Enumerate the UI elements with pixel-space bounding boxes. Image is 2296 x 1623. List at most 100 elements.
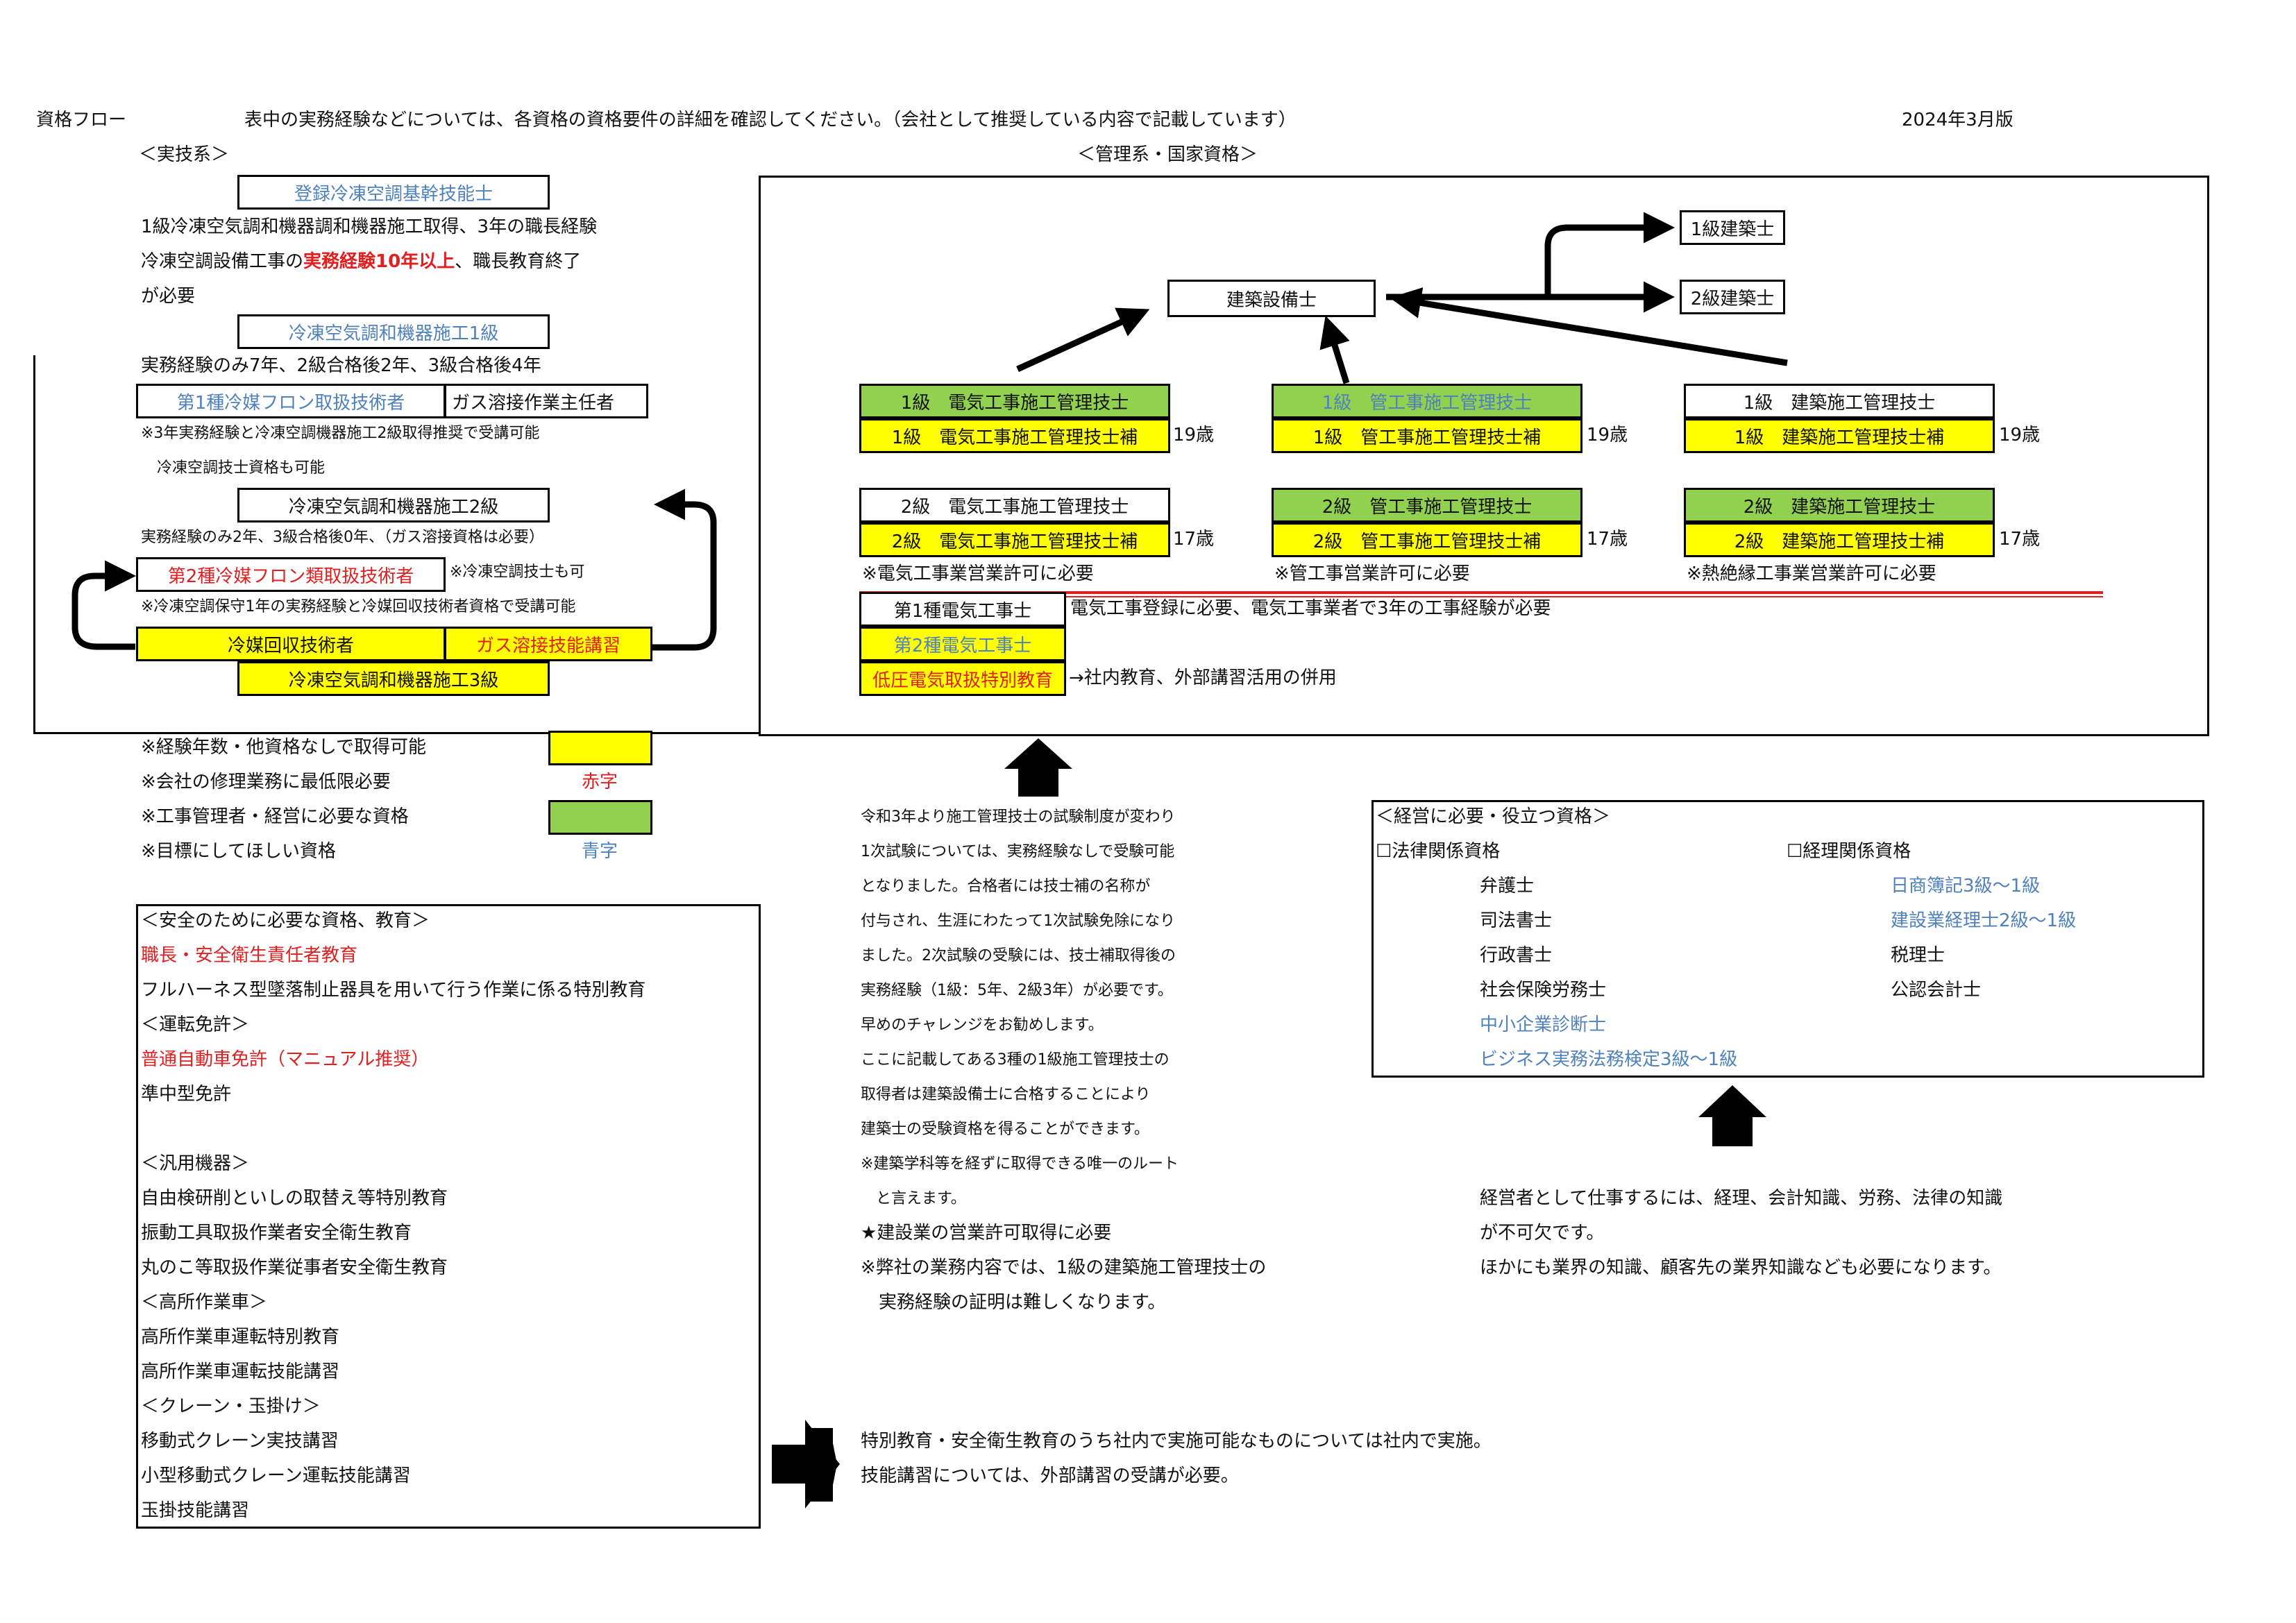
- denki-note: ※電気工事業営業許可に必要: [862, 563, 1094, 584]
- kenchiku2-box: 2級 建築施工管理技士: [1684, 488, 1995, 522]
- exam-line-12: ★建設業の営業許可取得に必要: [861, 1223, 1112, 1243]
- exam-line-4: ました。2次試験の受験には、技士補取得後の: [861, 947, 1176, 965]
- kenchikushi1-box: 1級建築士: [1680, 210, 1785, 245]
- safety-frame: [136, 904, 761, 1529]
- law-heading: ☐法律関係資格: [1376, 841, 1501, 862]
- kenchiku-setsubi-box: 建築設備士: [1167, 280, 1376, 317]
- exam-line-13: ※弊社の業務内容では、1級の建築施工管理技士の: [861, 1257, 1267, 1278]
- management-heading: ＜管理系・国家資格＞: [1077, 144, 1258, 165]
- legend-green-swatch: [548, 800, 652, 835]
- exam-line-9: 建築士の受験資格を得ることができます。: [861, 1121, 1149, 1138]
- denkikoji1-box: 第1種電気工事士: [859, 592, 1066, 627]
- freon1-box: 第1種冷媒フロン取扱技術者: [136, 384, 446, 418]
- business-frame: [1371, 800, 2204, 1078]
- business-note-1: が不可欠です。: [1480, 1223, 1605, 1243]
- kan2-ho-box: 2級 管工事施工管理技士補: [1272, 522, 1582, 557]
- gas-skill-box: ガス溶接技能講習: [444, 627, 652, 661]
- legend-label-1: ※経験年数・他資格なしで取得可能: [141, 737, 427, 758]
- acct-item-1: 建設業経理士2級〜1級: [1891, 910, 2077, 931]
- top-note-1: 1級冷凍空気調和機器調和機器施工取得、3年の職長経験: [141, 216, 598, 237]
- law-item-1: 司法書士: [1480, 910, 1553, 931]
- practical-frame: [33, 355, 761, 734]
- recovery-box: 冷媒回収技術者: [136, 627, 446, 661]
- kenchiku1-ho-box: 1級 建築施工管理技士補: [1684, 418, 1995, 453]
- age17-kan: 17歳: [1587, 529, 1628, 550]
- management-frame: [759, 176, 2209, 736]
- denki1-ho-box: 1級 電気工事施工管理技士補: [859, 418, 1170, 453]
- law-item-3: 社会保険労務士: [1480, 980, 1607, 1001]
- law-item-2: 行政書士: [1480, 945, 1553, 966]
- kenchikushi2-box: 2級建築士: [1680, 280, 1785, 314]
- age19-kan: 19歳: [1587, 425, 1628, 445]
- safety-line-10: ＜高所作業車＞: [141, 1292, 268, 1313]
- law-item-5: ビジネス実務法務検定3級〜1級: [1480, 1049, 1738, 1070]
- bottom-note-0: 特別教育・安全衛生教育のうち社内で実施可能なものについては社内で実施。: [861, 1431, 1492, 1452]
- acct-heading: ☐経理関係資格: [1787, 841, 1911, 862]
- freon2-side-note: ※冷凍空調技士も可: [450, 563, 585, 581]
- safety-line-14: 移動式クレーン実技講習: [141, 1431, 339, 1452]
- legend-blue-sample: 青字: [582, 841, 618, 862]
- legend-yellow-swatch: [548, 731, 652, 765]
- exam-line-0: 令和3年より施工管理技士の試験制度が変わり: [861, 808, 1176, 826]
- safety-line-8: 振動工具取扱作業者安全衛生教育: [141, 1223, 412, 1243]
- safety-line-12: 高所作業車運転技能講習: [141, 1361, 340, 1382]
- legend-label-4: ※目標にしてほしい資格: [141, 841, 337, 862]
- exam-line-7: ここに記載してある3種の1級施工管理技士の: [861, 1051, 1170, 1069]
- header-note: 表中の実務経験などについては、各資格の資格要件の詳細を確認してください。（会社と…: [244, 110, 1297, 130]
- version-label: 2024年3月版: [1902, 110, 2014, 130]
- gas-chief-box: ガス溶接作業主任者: [444, 384, 648, 418]
- safety-line-2: ＜運転免許＞: [141, 1014, 250, 1035]
- teiatsu-note: →社内教育、外部講習活用の併用: [1069, 668, 1337, 688]
- reito-lvl3-box: 冷凍空気調和機器施工3級: [237, 661, 550, 696]
- law-item-0: 弁護士: [1480, 876, 1535, 897]
- denkikoji1-note: 電気工事登録に必要、電気工事業者で3年の工事経験が必要: [1070, 598, 1551, 619]
- exam-line-10: ※建築学科等を経ずに取得できる唯一のルート: [861, 1155, 1179, 1173]
- safety-line-13: ＜クレーン・玉掛け＞: [141, 1396, 321, 1417]
- legend-red-sample: 赤字: [582, 772, 618, 792]
- teiatsu-box: 低圧電気取扱特別教育: [859, 661, 1066, 696]
- freon1-note-1: ※3年実務経験と冷凍空調機器施工2級取得推奨で受講可能: [141, 425, 540, 442]
- exam-line-6: 早めのチャレンジをお勧めします。: [861, 1017, 1104, 1034]
- exam-line-14: 実務経験の証明は難しくなります。: [861, 1292, 1166, 1313]
- denki2-ho-box: 2級 電気工事施工管理技士補: [859, 522, 1170, 557]
- legend-label-2: ※会社の修理業務に最低限必要: [141, 772, 391, 792]
- exam-line-8: 取得者は建築設備士に合格することにより: [861, 1086, 1151, 1103]
- age19-kenchiku: 19歳: [1999, 425, 2041, 445]
- safety-line-4: 準中型免許: [141, 1084, 232, 1105]
- page-title: 資格フロー: [36, 110, 127, 130]
- reito-lvl1-box: 冷凍空気調和機器施工1級: [237, 314, 550, 349]
- exam-line-3: 付与され、生涯にわたって1次試験免除になり: [861, 912, 1176, 930]
- freon2-box: 第2種冷媒フロン類取扱技術者: [136, 557, 446, 592]
- acct-item-2: 税理士: [1891, 945, 1945, 966]
- kan2-box: 2級 管工事施工管理技士: [1272, 488, 1582, 522]
- safety-line-6: ＜汎用機器＞: [141, 1153, 250, 1174]
- kenchiku1-box: 1級 建築施工管理技士: [1684, 384, 1995, 418]
- acct-item-3: 公認会計士: [1891, 980, 1982, 1001]
- practical-heading: ＜実技系＞: [139, 144, 230, 165]
- freon2-note: ※冷凍空調保守1年の実務経験と冷媒回収技術者資格で受講可能: [141, 598, 576, 615]
- kan1-ho-box: 1級 管工事施工管理技士補: [1272, 418, 1582, 453]
- freon1-note-2: 冷凍空調技士資格も可能: [157, 459, 326, 477]
- safety-line-16: 玉掛技能講習: [141, 1500, 250, 1521]
- business-heading: ＜経営に必要・役立つ資格＞: [1376, 806, 1611, 827]
- business-note-2: ほかにも業界の知識、顧客先の業界知識なども必要になります。: [1480, 1257, 2002, 1278]
- denki2-box: 2級 電気工事施工管理技士: [859, 488, 1170, 522]
- safety-line-11: 高所作業車運転特別教育: [141, 1327, 340, 1348]
- acct-item-0: 日商簿記3級〜1級: [1891, 876, 2041, 897]
- exam-line-11: と言えます。: [861, 1190, 966, 1207]
- legend-label-3: ※工事管理者・経営に必要な資格: [141, 806, 409, 827]
- kan1-box: 1級 管工事施工管理技士: [1272, 384, 1582, 418]
- exam-line-5: 実務経験（1級：5年、2級3年）が必要です。: [861, 982, 1173, 999]
- safety-heading: ＜安全のために必要な資格、教育＞: [141, 910, 430, 931]
- law-item-4: 中小企業診断士: [1480, 1014, 1607, 1035]
- age19-denki: 19歳: [1173, 425, 1215, 445]
- safety-line-3: 普通自動車免許（マニュアル推奨）: [141, 1049, 430, 1070]
- safety-line-9: 丸のこ等取扱作業従事者安全衛生教育: [141, 1257, 448, 1278]
- denki1-box: 1級 電気工事施工管理技士: [859, 384, 1170, 418]
- top-note-3: が必要: [141, 286, 196, 307]
- denkikoji2-box: 第2種電気工事士: [859, 627, 1066, 661]
- safety-line-7: 自由検研削といしの取替え等特別教育: [141, 1188, 448, 1209]
- kan-note: ※管工事営業許可に必要: [1274, 563, 1470, 584]
- safety-line-0: 職長・安全衛生責任者教育: [141, 945, 358, 966]
- age17-kenchiku: 17歳: [1999, 529, 2041, 550]
